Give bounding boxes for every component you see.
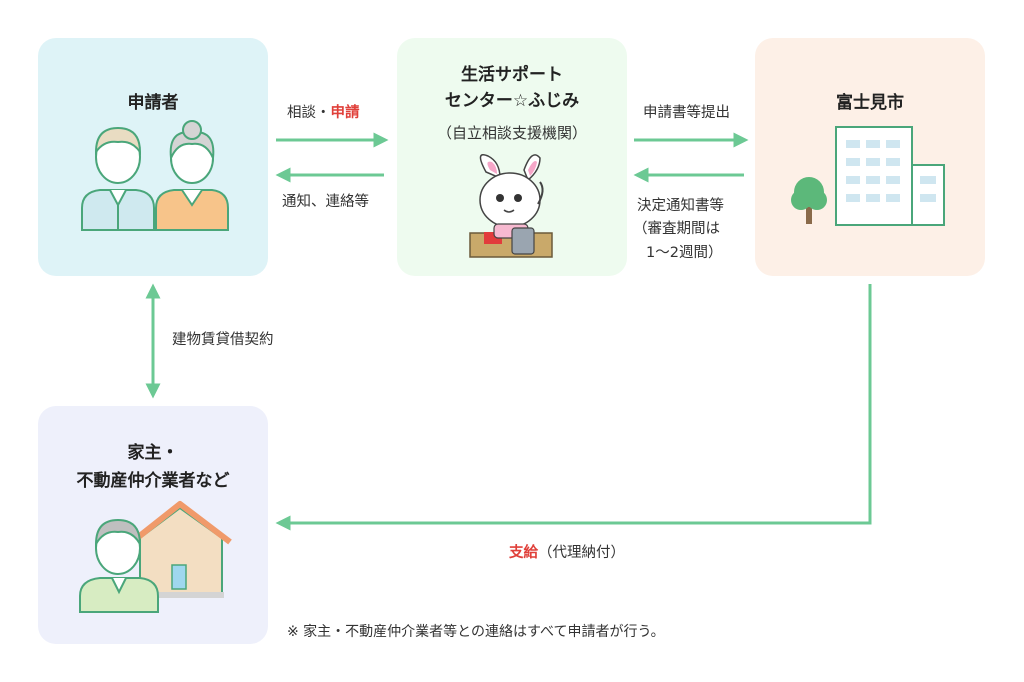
applicant-title: 申請者 (127, 93, 179, 113)
landlord-title-line1: 家主・ (127, 443, 179, 463)
payment-highlight: 支給 (509, 545, 538, 561)
applicant-box: 申請者 (38, 38, 268, 276)
landlord-title-line2: 不動産仲介業者など (76, 471, 230, 491)
footnote: ※ 家主・不動産仲介業者等との連絡はすべて申請者が行う。 (287, 624, 665, 640)
applicants-people-icon (81, 120, 229, 231)
city-building-icon (835, 126, 945, 226)
mascot-rabbit-icon (469, 154, 553, 258)
payment-suffix: （代理納付） (538, 545, 625, 561)
consult-label: 相談・申請 (287, 103, 360, 123)
decision-label-line2: （審査期間は (633, 221, 720, 237)
tree-icon (791, 177, 827, 224)
apply-highlight: 申請 (330, 105, 360, 121)
arrow-payment (275, 284, 872, 531)
notify-label: 通知、連絡等 (282, 194, 369, 210)
city-title: 富士見市 (836, 93, 904, 113)
house-icon (130, 501, 232, 598)
decision-label-line3: 1〜2週間） (646, 245, 723, 261)
payment-label: 支給（代理納付） (509, 543, 625, 563)
lease-label: 建物賃貸借契約 (172, 332, 274, 348)
decision-label-line1: 決定通知書等 (637, 198, 724, 214)
landlord-person-icon (79, 518, 159, 613)
consult-text: 相談・ (287, 105, 331, 121)
center-subtitle: （自立相談支援機関） (436, 124, 587, 142)
submit-label: 申請書等提出 (643, 105, 730, 121)
center-title-line2: センター☆ふじみ (444, 91, 580, 111)
center-title-line1: 生活サポート (461, 65, 563, 85)
